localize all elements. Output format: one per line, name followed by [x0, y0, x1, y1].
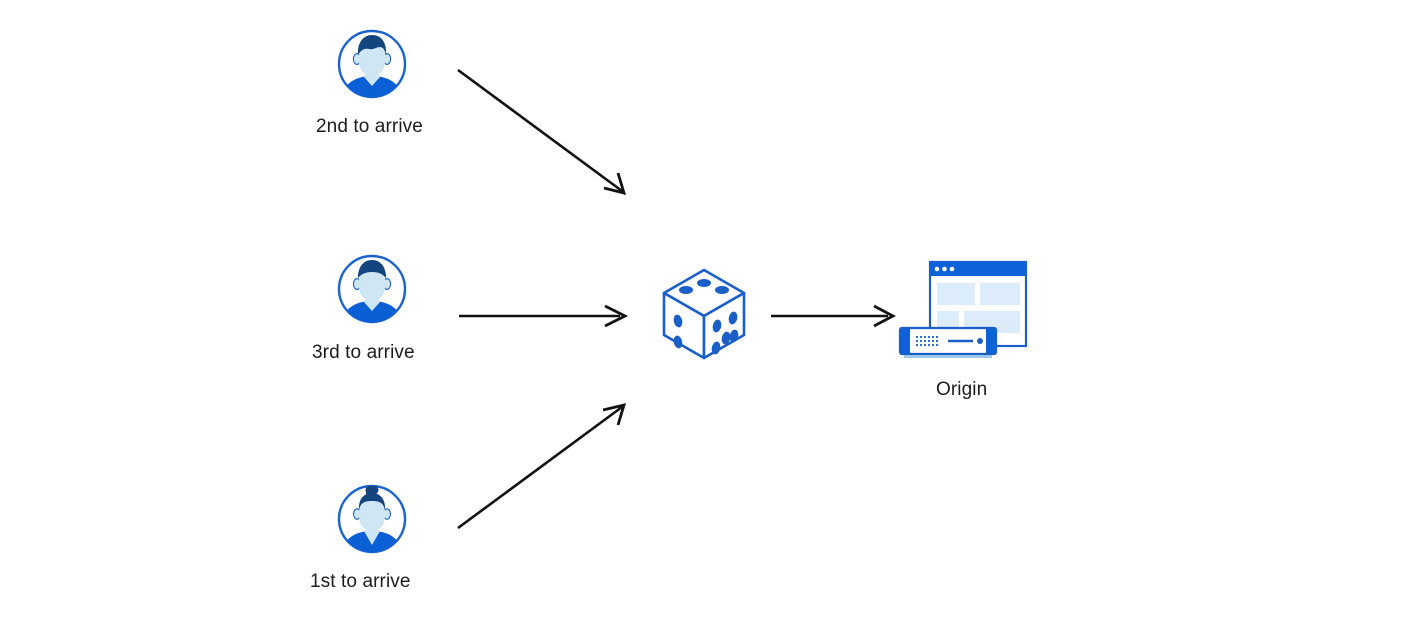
client-label-2nd: 2nd to arrive [316, 116, 423, 137]
arrow-client1-to-dice [457, 403, 627, 530]
arrow-client3-to-dice [459, 304, 629, 328]
browser-window-with-server-icon [896, 256, 1036, 366]
arrow-dice-to-origin [771, 304, 897, 328]
user-avatar-icon-2nd [336, 28, 408, 100]
server-appliance-icon [898, 326, 998, 358]
client-label-1st: 1st to arrive [310, 571, 411, 592]
client-label-3rd: 3rd to arrive [312, 342, 415, 363]
user-avatar-icon-3rd [336, 253, 408, 325]
origin-label: Origin [936, 379, 988, 400]
user-avatar-icon-1st [336, 483, 408, 555]
dice-icon [658, 266, 750, 362]
